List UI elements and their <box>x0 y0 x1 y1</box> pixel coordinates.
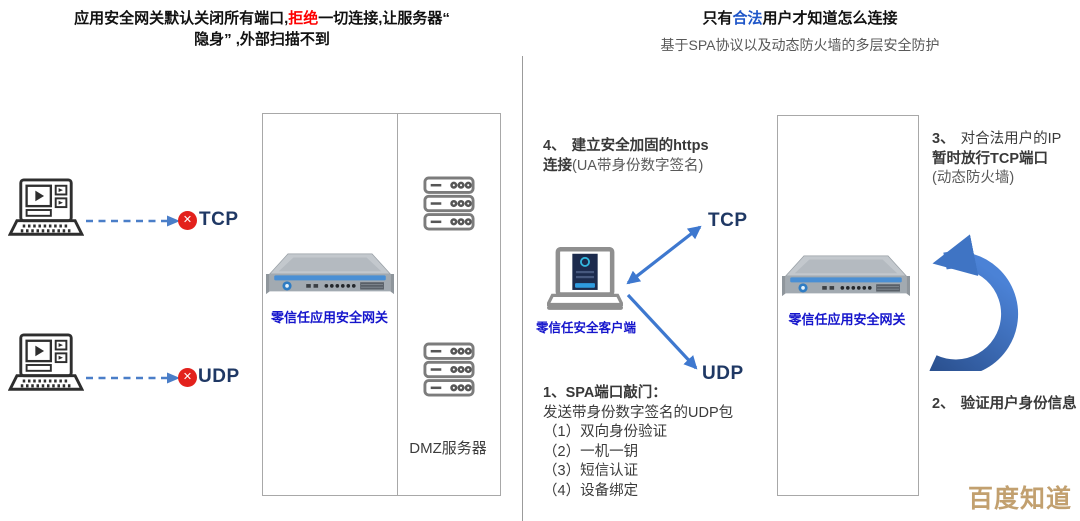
spa-connection-arrows <box>626 225 702 370</box>
right-title-highlight: 合法 <box>732 10 763 27</box>
spa-udp-label: UDP <box>702 363 744 384</box>
step3-text: 3、对合法用户的IP 暂时放行TCP端口 (动态防火墙) <box>932 131 1062 186</box>
attacker-laptop-icon <box>8 333 84 391</box>
step1-heading: 1、SPA端口敲门： <box>543 385 667 401</box>
step3-number: 3、 <box>932 131 955 147</box>
dmz-label: DMZ服务器 <box>409 440 487 457</box>
blocked-tcp-label: TCP <box>199 209 239 230</box>
spa-tcp-label: TCP <box>708 210 748 231</box>
step1-line: 发送带身份数字签名的UDP包 <box>543 404 734 421</box>
right-title-line: 只有合法用户才知道怎么连接 <box>702 10 898 27</box>
client-laptop-icon <box>547 247 623 310</box>
step1-line: （2）一机一钥 <box>543 443 639 460</box>
attacker-laptop-icon <box>8 178 84 236</box>
step4-number: 4、 <box>543 138 566 154</box>
step1-line: （3）短信认证 <box>543 463 639 479</box>
dmz-server-stack-icon <box>423 342 475 397</box>
blocked-udp-label: UDP <box>198 366 240 387</box>
left-gateway-label: 零信任应用安全网关 <box>270 310 388 325</box>
client-label: 零信任安全客户端 <box>535 321 636 335</box>
right-gateway-label: 零信任应用安全网关 <box>788 312 906 327</box>
right-panel-title: 只有合法用户才知道怎么连接 基于SPA协议以及动态防火墙的多层安全防护 <box>545 8 1055 56</box>
blocked-x-icon: ✕ <box>178 368 197 387</box>
left-title-line2: 隐身” ,外部扫描不到 <box>194 31 330 48</box>
step4-text: 4、建立安全加固的https 连接(UA带身份数字签名) <box>543 138 709 174</box>
step2-text: 2、验证用户身份信息 <box>932 396 1077 412</box>
blocked-tcp-arrow <box>86 215 180 227</box>
left-panel-title: 应用安全网关默认关闭所有端口,拒绝一切连接,让服务器“ 隐身” ,外部扫描不到 <box>12 8 512 50</box>
panel-divider <box>522 56 523 521</box>
blocked-udp-arrow <box>86 372 180 384</box>
left-title-highlight: 拒绝 <box>288 10 319 27</box>
step1-text: 1、SPA端口敲门： 发送带身份数字签名的UDP包 （1）双向身份验证 （2）一… <box>543 384 783 501</box>
gateway-zone-box <box>262 113 399 496</box>
verify-loop-arrow <box>929 234 1019 371</box>
left-title-line1: 应用安全网关默认关闭所有端口,拒绝一切连接,让服务器“ <box>74 10 450 27</box>
step1-line: （4）设备绑定 <box>543 482 639 499</box>
gateway-appliance-image <box>266 253 394 295</box>
gateway-appliance-image <box>782 255 910 297</box>
right-panel-subtitle: 基于SPA协议以及动态防火墙的多层安全防护 <box>660 37 940 53</box>
step2-number: 2、 <box>932 396 955 412</box>
step1-line: （1）双向身份验证 <box>543 424 668 440</box>
blocked-x-icon: ✕ <box>178 211 197 230</box>
right-gateway-zone-box <box>777 115 919 496</box>
baidu-zhidao-watermark: 百度知道 <box>967 485 1072 513</box>
dmz-server-stack-icon <box>423 176 475 231</box>
